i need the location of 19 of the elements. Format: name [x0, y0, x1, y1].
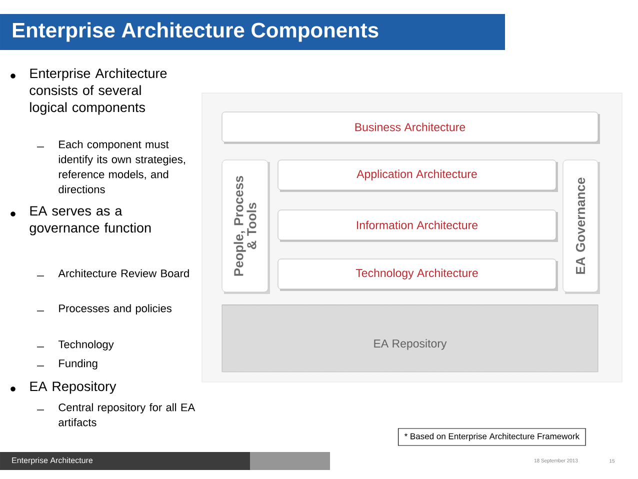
- architecture-layer-box: Business Architecture: [222, 112, 600, 144]
- title-bar: Enterprise Architecture Components: [0, 14, 505, 50]
- architecture-layer-box: Information Architecture: [278, 210, 558, 242]
- bullet-text: Funding: [59, 359, 98, 370]
- bullet-text: Enterprise Architecture consists of several logical components: [30, 68, 167, 115]
- bullet-text: Central repository for all EA artifacts: [58, 403, 196, 426]
- bullet-text: EA Repository: [30, 381, 116, 394]
- repository-cylinder: EA Repository: [222, 304, 598, 372]
- bullet-text: Each component must identify its own strategies, reference models, and directions: [58, 140, 185, 194]
- vertical-pillar-box: EA Governance: [562, 160, 600, 294]
- footer-bar: Enterprise Architecture: [0, 452, 330, 470]
- architecture-layer-box: Application Architecture: [278, 160, 558, 192]
- architecture-layer-box: Technology Architecture: [278, 258, 558, 291]
- bullet-text: EA serves as a governance function: [30, 206, 151, 236]
- vertical-pillar-box: People, Process & Tools: [222, 160, 270, 294]
- footnote-box: * Based on Enterprise Architecture Framework: [398, 428, 586, 446]
- bullet-text: Architecture Review Board: [58, 269, 189, 278]
- bullet-text: Technology: [58, 340, 114, 350]
- bullet-text: Processes and policies: [59, 304, 172, 314]
